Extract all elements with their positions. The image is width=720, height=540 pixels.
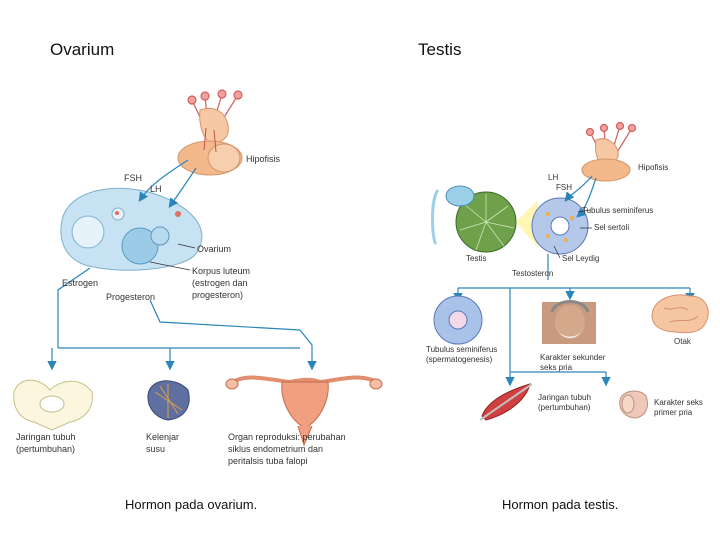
ovary-label-korpus-1: Korpus luteum: [192, 266, 251, 276]
ovary-caption: Hormon pada ovarium.: [125, 497, 258, 512]
testis-title: Testis: [418, 40, 462, 59]
mammary-gland-illustration: [147, 380, 190, 421]
ovary-label-hipofisis: Hipofisis: [246, 154, 281, 164]
testis-label-sel-leydig: Sel Leydig: [562, 254, 600, 263]
male-genital-illustration: [619, 390, 649, 419]
ovary-label-jaringan-2: (pertumbuhan): [16, 444, 76, 454]
testis-label-hipofisis: Hipofisis: [638, 163, 669, 172]
seminiferous-tubule-magnified: [531, 197, 589, 255]
ovary-label-korpus-3: progesteron): [192, 290, 244, 300]
ovary-label-organ-1: Organ reproduksi: perubahan: [228, 432, 346, 442]
ovary-title: Ovarium: [50, 40, 115, 59]
ovary-label-jaringan-1: Jaringan tubuh: [16, 432, 76, 442]
pituitary-right: [581, 138, 631, 182]
brain-illustration: [651, 294, 709, 334]
testis-label-jaringan-2: (pertumbuhan): [538, 403, 591, 412]
testis-label-tubulus-seminiferus: Tubulus seminiferus: [582, 206, 654, 215]
testis-cross-section: [431, 185, 538, 253]
man-face-photo: [542, 300, 596, 344]
ovary-organ: [60, 187, 203, 271]
testis-label-karakter-1: Karakter sekunder: [540, 353, 606, 362]
testis-label-lh: LH: [548, 173, 559, 182]
testis-label-testosteron: Testosteron: [512, 269, 554, 278]
ovary-label-lh: LH: [150, 184, 162, 194]
testis-label-tubulus-1: Tubulus seminiferus: [426, 345, 498, 354]
ovary-hormone-arrows: [47, 267, 317, 371]
ovary-label-kelenjar-1: Kelenjar: [146, 432, 180, 442]
testis-caption: Hormon pada testis.: [502, 497, 619, 512]
ovary-label-ovarium: Ovarium: [197, 244, 232, 254]
ovary-label-organ-3: peritalsis tuba falopi: [228, 456, 308, 466]
ovary-label-progesteron: Progesteron: [106, 292, 156, 302]
muscle-illustration: [479, 383, 533, 421]
testis-label-sel-sertoli: Sel sertoli: [594, 223, 630, 232]
testis-label-testis: Testis: [466, 254, 487, 263]
ovary-label-fsh: FSH: [124, 173, 142, 183]
pelvis-illustration: [13, 379, 93, 431]
testis-label-karakter-2: seks pria: [540, 363, 573, 372]
testis-label-fsh: FSH: [556, 183, 572, 192]
pituitary-left: [177, 107, 243, 176]
testis-label-jaringan-1: Jaringan tubuh: [538, 393, 591, 402]
tubulus-cross-section: [433, 295, 483, 345]
ovary-label-estrogen: Estrogen: [62, 278, 99, 288]
testis-label-tubulus-2: (spermatogenesis): [426, 355, 493, 364]
testis-label-otak: Otak: [674, 337, 691, 346]
ovary-label-kelenjar-2: susu: [146, 444, 166, 454]
uterus-illustration: [225, 375, 383, 447]
testis-label-karakter-primer-2: primer pria: [654, 408, 693, 417]
ovary-label-organ-2: siklus endometrium dan: [228, 444, 324, 454]
ovary-label-korpus-2: (estrogen dan: [192, 278, 248, 288]
testis-label-karakter-primer-1: Karakter seks: [654, 398, 703, 407]
